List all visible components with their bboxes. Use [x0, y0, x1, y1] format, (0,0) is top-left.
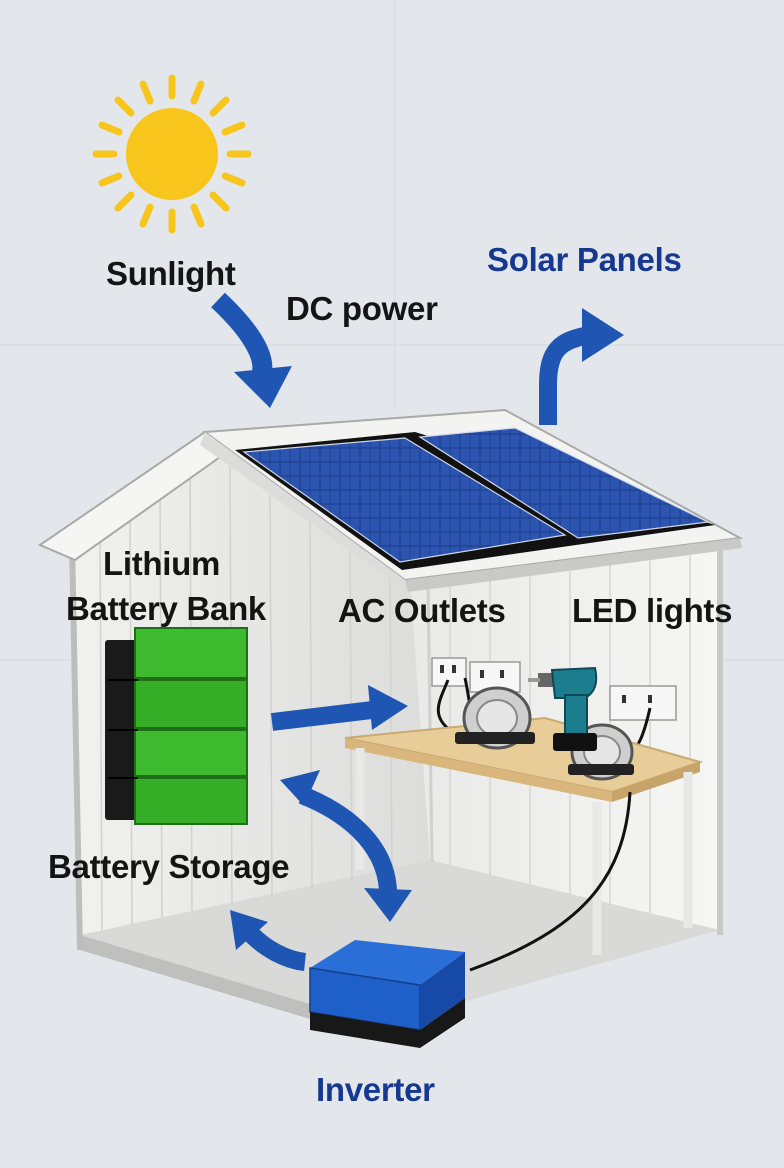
battery-module-3 — [134, 729, 248, 777]
battery-bank — [105, 627, 248, 825]
ac-outlets-arrow — [270, 685, 408, 731]
inverter-label: Inverter — [316, 1071, 435, 1108]
battery-module-2 — [134, 679, 248, 729]
inverter-box — [309, 940, 465, 1048]
power-cord — [469, 791, 632, 972]
solar-panels-label: Solar Panels — [487, 241, 682, 278]
arrows — [211, 292, 624, 971]
solar-panels-arrow — [539, 308, 624, 425]
lithium-label: Lithium — [103, 545, 221, 582]
outlet-3 — [609, 685, 677, 721]
cordless-drill — [528, 666, 598, 751]
battery-storage-arrow — [280, 770, 412, 922]
shed-floor — [80, 855, 720, 1025]
ac-outlets-label: AC Outlets — [338, 592, 506, 629]
inverter-output-arrow — [230, 910, 307, 971]
dc-power-label: DC power — [286, 290, 438, 327]
sunlight-label: Sunlight — [106, 255, 236, 292]
solar-panel-right — [418, 427, 711, 539]
battery-storage-label: Battery Storage — [48, 848, 290, 885]
sun-icon — [92, 74, 252, 234]
battery-bank-label: Battery Bank — [66, 590, 266, 627]
led-lights-label: LED lights — [572, 592, 733, 629]
solar-panel-left — [242, 437, 567, 563]
circular-saw-1 — [455, 686, 535, 750]
sunlight-arrow — [211, 292, 292, 408]
battery-module-4 — [134, 777, 248, 825]
solar-panel-array — [235, 427, 715, 570]
ac-outlets — [431, 657, 677, 767]
battery-module-1 — [134, 627, 248, 679]
outlet-1 — [431, 657, 467, 687]
